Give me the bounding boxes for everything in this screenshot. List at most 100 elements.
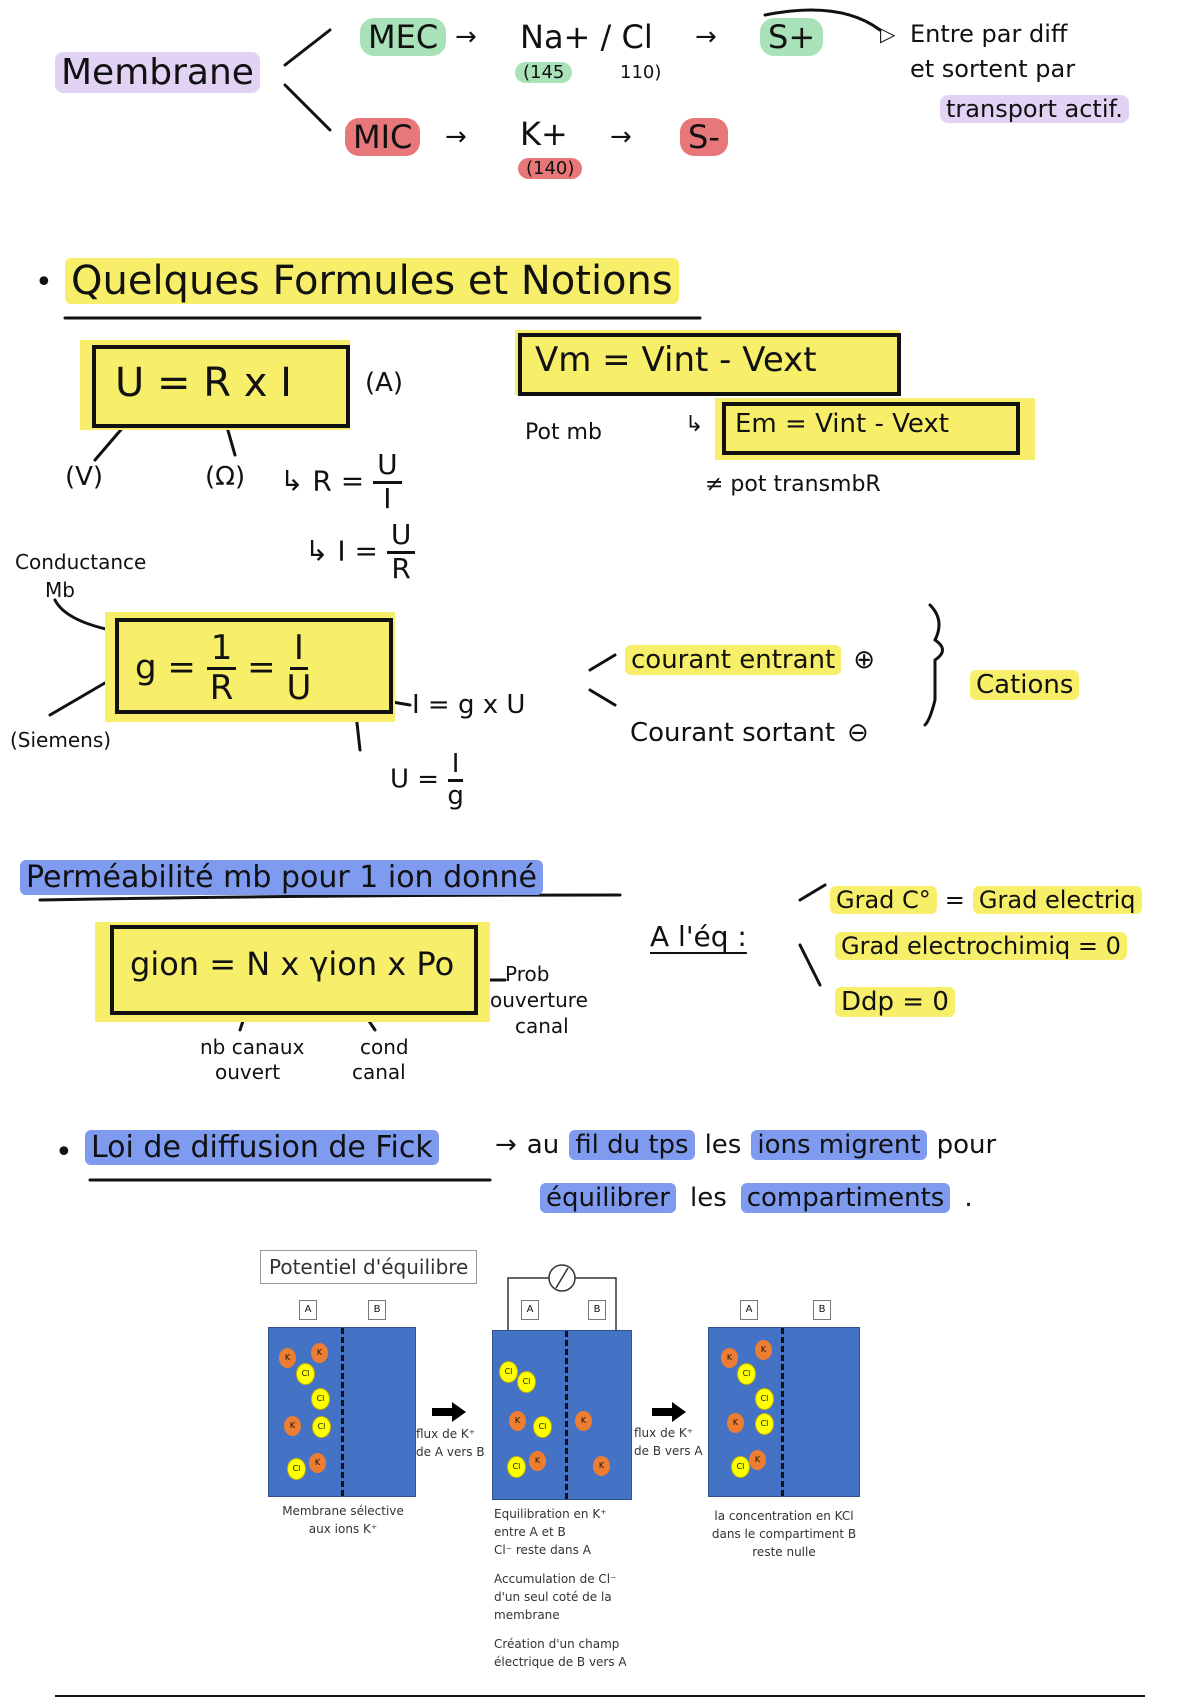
mb-label: Mb bbox=[45, 578, 75, 602]
potassium-ion: K bbox=[593, 1456, 610, 1476]
fick-text: ions migrent bbox=[751, 1130, 927, 1160]
potassium-ion: K bbox=[309, 1453, 326, 1473]
chloride-ion: Cl bbox=[287, 1458, 306, 1480]
outgoing-current-row: Courant sortant ⊖ bbox=[630, 718, 869, 748]
cond-label: cond bbox=[360, 1035, 409, 1059]
na-concentration: (145 bbox=[515, 62, 573, 83]
divider bbox=[55, 1695, 1145, 1697]
caption-line: aux ions K⁺ bbox=[308, 1522, 378, 1536]
chloride-ion: Cl bbox=[737, 1363, 756, 1385]
arrow: → bbox=[445, 122, 467, 152]
equals: = bbox=[944, 886, 965, 914]
caption-2-field: Création d'un champ électrique de B vers … bbox=[494, 1635, 627, 1671]
note-line: et sortent par bbox=[910, 55, 1076, 83]
potassium-ion: K bbox=[721, 1348, 738, 1368]
incoming-current: courant entrant bbox=[625, 645, 842, 675]
volt-unit: (V) bbox=[65, 462, 104, 492]
plus-sign: ⊕ bbox=[853, 645, 876, 675]
permeability-formula: gion = N x γion x Po bbox=[130, 945, 455, 983]
note-line: Entre par diff bbox=[910, 20, 1068, 48]
caption-line: entre A et B bbox=[494, 1525, 566, 1539]
potassium-ion: K bbox=[509, 1411, 526, 1431]
compartment-b-label: B bbox=[368, 1300, 386, 1320]
arrow: → bbox=[495, 1130, 517, 1160]
incoming-current-row: courant entrant ⊕ bbox=[625, 645, 875, 675]
chloride-ion: Cl bbox=[499, 1361, 518, 1383]
conductance-label: Conductance bbox=[15, 550, 147, 574]
potassium-ion: K bbox=[749, 1450, 766, 1470]
ohm-law: U = R x I bbox=[115, 360, 292, 406]
prob-label: Prob bbox=[505, 962, 550, 986]
siemens-unit: (Siemens) bbox=[10, 728, 112, 752]
potassium-ion: K bbox=[755, 1340, 772, 1360]
fick-line-2: équilibrer les compartiments . bbox=[540, 1183, 973, 1213]
s-minus-label: S- bbox=[680, 118, 728, 156]
cations-label: Cations bbox=[970, 670, 1080, 700]
flux-label-2: flux de K⁺de B vers A bbox=[634, 1426, 703, 1458]
fick-text: équilibrer bbox=[540, 1183, 676, 1213]
chloride-ion: Cl bbox=[731, 1456, 750, 1478]
fick-text: les bbox=[704, 1130, 742, 1160]
arrow: → bbox=[455, 22, 477, 52]
caption-line: la concentration en KCl bbox=[714, 1509, 854, 1523]
diagram-title: Potentiel d'équilibre bbox=[260, 1250, 478, 1284]
cl-concentration: 110) bbox=[620, 62, 662, 83]
fick-text: pour bbox=[936, 1130, 997, 1160]
nb-label: ouvert bbox=[215, 1060, 281, 1084]
caption-line: Equilibration en K⁺ bbox=[494, 1507, 607, 1521]
ddp: Ddp = 0 bbox=[835, 987, 955, 1017]
note-line: transport actif. bbox=[940, 95, 1129, 123]
compartment-a-label: A bbox=[521, 1300, 539, 1320]
caption-line: électrique de B vers A bbox=[494, 1655, 627, 1669]
fick-text: les bbox=[689, 1183, 727, 1213]
fick-text: compartiments bbox=[740, 1183, 951, 1213]
compartment-b-label: B bbox=[588, 1300, 606, 1320]
fick-text: . bbox=[964, 1183, 973, 1213]
chloride-ion: Cl bbox=[296, 1363, 315, 1385]
potassium-ion: K bbox=[311, 1343, 328, 1363]
caption-line: Cl⁻ reste dans A bbox=[494, 1543, 591, 1557]
equilibrium-label: A l'éq : bbox=[650, 920, 747, 953]
arrow-right-icon bbox=[652, 1402, 686, 1422]
arrow: ▷ bbox=[880, 22, 896, 46]
transmembrane-note: ≠ pot transmbR bbox=[705, 472, 881, 497]
na-cl-label: Na+ / Cl bbox=[520, 18, 653, 56]
cond-label: canal bbox=[352, 1060, 406, 1084]
section-title-fick: Loi de diffusion de Fick bbox=[85, 1130, 439, 1165]
gradient-equality-row: Grad C° = Grad electriq bbox=[830, 886, 1142, 914]
prob-label: canal bbox=[515, 1014, 569, 1038]
k-label: K+ bbox=[520, 115, 568, 153]
minus-sign: ⊖ bbox=[847, 718, 869, 748]
chloride-ion: Cl bbox=[755, 1413, 774, 1435]
caption-line: Création d'un champ bbox=[494, 1637, 620, 1651]
bullet: • bbox=[35, 265, 53, 300]
caption-line: membrane bbox=[494, 1608, 560, 1622]
caption-line: Membrane sélective bbox=[282, 1504, 404, 1518]
arrow: ↳ bbox=[685, 412, 704, 437]
potassium-ion: K bbox=[575, 1411, 592, 1431]
compartment-a-label: A bbox=[740, 1300, 758, 1320]
potassium-ion: K bbox=[284, 1416, 301, 1436]
fick-text: fil du tps bbox=[569, 1130, 695, 1160]
em-formula: Em = Vint - Vext bbox=[735, 409, 949, 439]
bullet: • bbox=[55, 1135, 73, 1170]
potassium-ion: K bbox=[727, 1413, 744, 1433]
arrow: → bbox=[695, 22, 717, 52]
chloride-ion: Cl bbox=[312, 1416, 331, 1438]
potassium-ion: K bbox=[529, 1451, 546, 1471]
fick-text: au bbox=[526, 1130, 560, 1160]
pot-mb-label: Pot mb bbox=[525, 420, 602, 445]
mic-label: MIC bbox=[345, 118, 421, 156]
prob-label: ouverture bbox=[490, 988, 588, 1012]
grad-electric: Grad electriq bbox=[972, 886, 1142, 914]
section-title-formulas: Quelques Formules et Notions bbox=[65, 258, 679, 304]
flux-label-1: flux de K⁺de A vers B bbox=[416, 1427, 485, 1459]
